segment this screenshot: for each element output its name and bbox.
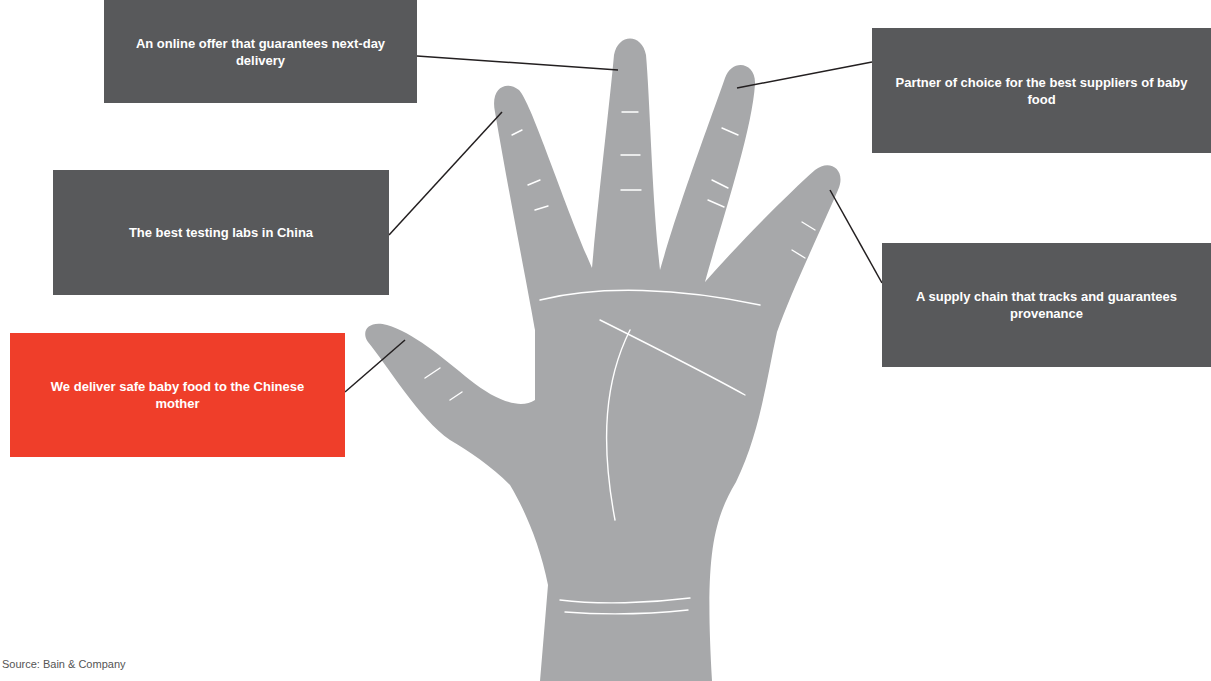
box-content: We deliver safe baby food to the Chinese… bbox=[28, 378, 327, 412]
leader-line bbox=[389, 112, 502, 235]
box-content: Partner of choice for the best suppliers… bbox=[890, 74, 1193, 108]
capability-box: A supply chain that tracks and guarantee… bbox=[882, 243, 1211, 367]
life-line bbox=[607, 330, 630, 520]
wrist-crease bbox=[560, 598, 690, 603]
box-content: A supply chain that tracks and guarantee… bbox=[900, 288, 1193, 322]
leader-line bbox=[417, 56, 618, 70]
box-text: A supply chain that tracks and guarantee… bbox=[900, 288, 1193, 322]
hand-silhouette bbox=[365, 39, 840, 681]
core-message-box: We deliver safe baby food to the Chinese… bbox=[10, 333, 345, 457]
box-text: The best testing labs in China bbox=[129, 224, 313, 241]
palm-crease bbox=[600, 320, 745, 395]
wrist-crease bbox=[565, 610, 688, 614]
finger-crease bbox=[621, 112, 641, 190]
box-content: The best testing labs in China bbox=[129, 224, 313, 241]
box-text: We deliver safe baby food to the Chinese… bbox=[28, 378, 327, 412]
box-text: An online offer that guarantees next-day… bbox=[122, 35, 399, 69]
source-note: Source: Bain & Company bbox=[2, 658, 126, 670]
hand-creases bbox=[425, 112, 815, 614]
box-content: An online offer that guarantees next-day… bbox=[122, 35, 399, 69]
leader-line bbox=[345, 340, 405, 392]
capability-box: The best testing labs in China bbox=[53, 170, 389, 295]
palm-crease bbox=[540, 290, 760, 305]
capability-box: An online offer that guarantees next-day… bbox=[104, 0, 417, 103]
finger-crease bbox=[512, 130, 548, 210]
box-text: Partner of choice for the best suppliers… bbox=[890, 74, 1193, 108]
leader-line bbox=[830, 190, 882, 283]
leader-lines bbox=[345, 56, 882, 392]
capability-box: Partner of choice for the best suppliers… bbox=[872, 28, 1211, 153]
thumb-crease bbox=[425, 368, 462, 400]
finger-crease bbox=[792, 222, 815, 258]
leader-line bbox=[737, 62, 872, 88]
finger-crease bbox=[708, 128, 738, 207]
